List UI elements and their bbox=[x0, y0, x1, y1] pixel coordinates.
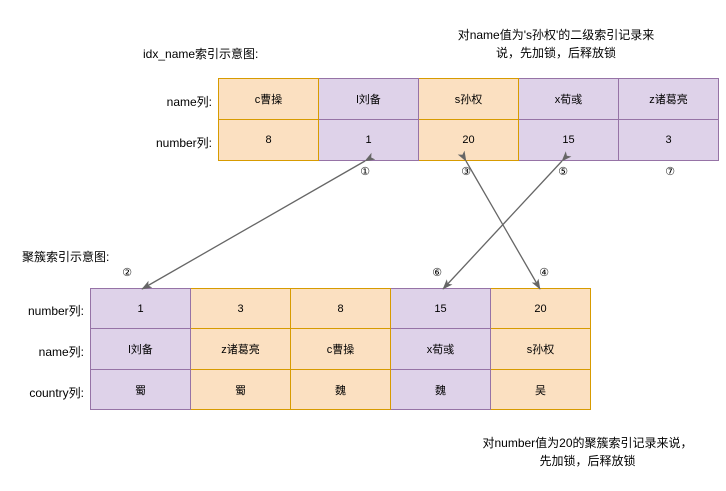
secondary-index-caption-line-1: 对name值为's孙权'的二级索引记录来 bbox=[457, 28, 655, 42]
clustered-name-cell-5: s孙权 bbox=[490, 328, 591, 370]
clustered-index-caption-line-1: 对number值为20的聚簇索引记录来说， bbox=[482, 436, 693, 450]
secondary-number-cell-4: 15 bbox=[518, 119, 619, 161]
clustered-name-cell-4: x荀彧 bbox=[390, 328, 491, 370]
secondary-number-cell-5: 3 bbox=[618, 119, 719, 161]
marker-1: ① bbox=[360, 166, 370, 178]
clustered-country-cell-3: 魏 bbox=[290, 369, 391, 410]
table-row: 1 3 8 15 20 bbox=[90, 288, 591, 329]
clustered-country-cell-1: 蜀 bbox=[90, 369, 191, 410]
table-row: c曹操 l刘备 s孙权 x荀彧 z诸葛亮 bbox=[218, 78, 719, 120]
clustered-number-cell-1: 1 bbox=[90, 288, 191, 329]
secondary-name-cell-3: s孙权 bbox=[418, 78, 519, 120]
marker-5: ⑤ bbox=[558, 166, 568, 178]
table-row: 蜀 蜀 魏 魏 吴 bbox=[90, 369, 591, 410]
secondary-name-cell-1: c曹操 bbox=[218, 78, 319, 120]
clustered-index-row-label-name: name列: bbox=[38, 345, 84, 359]
secondary-index-row-label-number: number列: bbox=[155, 136, 212, 150]
marker-7: ⑦ bbox=[665, 166, 675, 178]
clustered-name-cell-1: l刘备 bbox=[90, 328, 191, 370]
clustered-index-row-label-number: number列: bbox=[27, 304, 84, 318]
secondary-index-title: idx_name索引示意图: bbox=[143, 47, 259, 61]
secondary-number-cell-1: 8 bbox=[218, 119, 319, 161]
secondary-index-caption-line-2: 说，先加锁，后释放锁 bbox=[495, 46, 616, 60]
clustered-number-cell-2: 3 bbox=[190, 288, 291, 329]
clustered-index-table: 1 3 8 15 20 l刘备 z诸葛亮 c曹操 x荀彧 s孙权 蜀 蜀 魏 魏… bbox=[90, 288, 591, 410]
secondary-index-row-label-name: name列: bbox=[166, 95, 212, 109]
arrow-1-2 bbox=[141, 152, 376, 290]
secondary-name-cell-5: z诸葛亮 bbox=[618, 78, 719, 120]
clustered-country-cell-5: 吴 bbox=[490, 369, 591, 410]
marker-2: ② bbox=[122, 267, 132, 279]
marker-3: ③ bbox=[461, 166, 471, 178]
clustered-number-cell-5: 20 bbox=[490, 288, 591, 329]
clustered-index-row-label-country: country列: bbox=[29, 386, 84, 400]
clustered-index-caption-line-2: 先加锁，后释放锁 bbox=[539, 454, 636, 468]
table-row: 8 1 20 15 3 bbox=[218, 119, 719, 161]
marker-6: ⑥ bbox=[432, 267, 442, 279]
secondary-index-table: c曹操 l刘备 s孙权 x荀彧 z诸葛亮 8 1 20 15 3 bbox=[218, 78, 719, 161]
clustered-country-cell-2: 蜀 bbox=[190, 369, 291, 410]
secondary-index-caption: 对name值为's孙权'的二级索引记录来 说，先加锁，后释放锁 bbox=[425, 26, 687, 62]
clustered-index-title: 聚簇索引示意图: bbox=[22, 250, 110, 264]
clustered-index-caption: 对number值为20的聚簇索引记录来说， 先加锁，后释放锁 bbox=[455, 434, 720, 470]
clustered-name-cell-2: z诸葛亮 bbox=[190, 328, 291, 370]
clustered-number-cell-4: 15 bbox=[390, 288, 491, 329]
secondary-number-cell-3: 20 bbox=[418, 119, 519, 161]
clustered-number-cell-3: 8 bbox=[290, 288, 391, 329]
table-row: l刘备 z诸葛亮 c曹操 x荀彧 s孙权 bbox=[90, 328, 591, 370]
secondary-name-cell-2: l刘备 bbox=[318, 78, 419, 120]
marker-4: ④ bbox=[539, 267, 549, 279]
clustered-name-cell-3: c曹操 bbox=[290, 328, 391, 370]
arrow-3-4 bbox=[457, 150, 541, 290]
clustered-country-cell-4: 魏 bbox=[390, 369, 491, 410]
secondary-number-cell-2: 1 bbox=[318, 119, 419, 161]
secondary-name-cell-4: x荀彧 bbox=[518, 78, 619, 120]
